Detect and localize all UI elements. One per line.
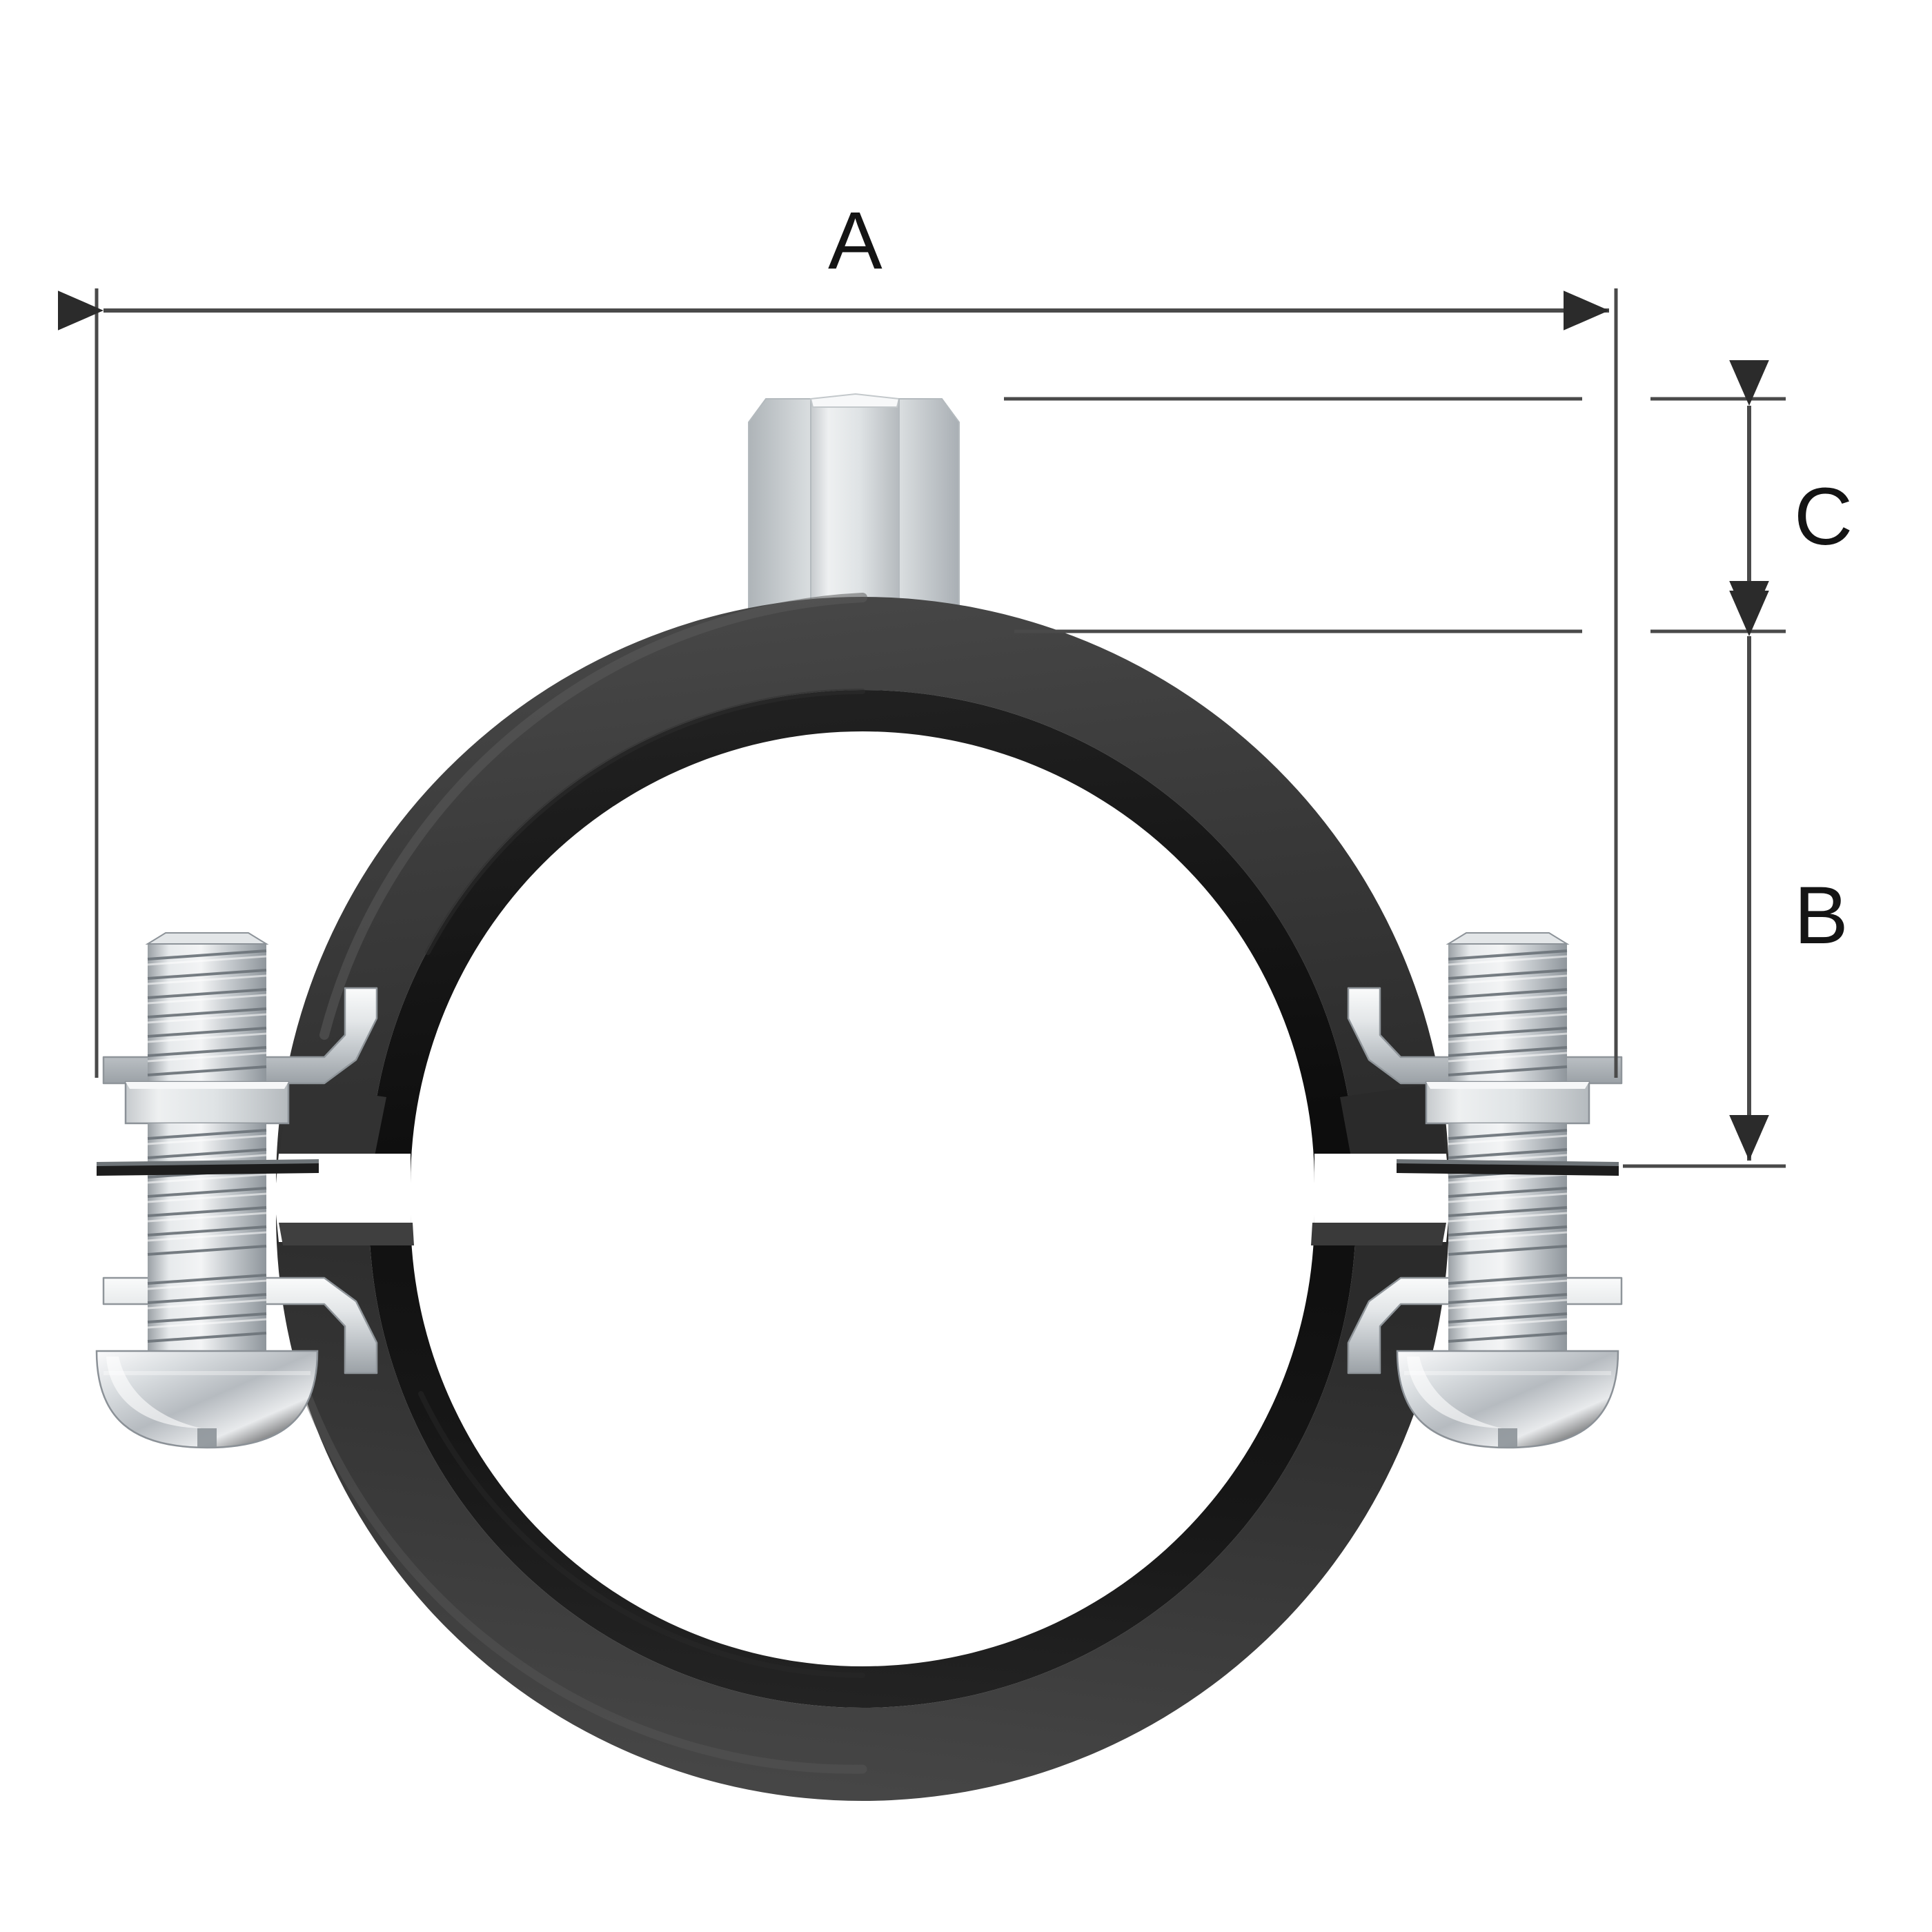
dimension-label-A: A: [828, 195, 883, 286]
washer-left: [97, 1159, 319, 1176]
ring-upper-half: [276, 593, 1449, 1183]
washer-right: [1397, 1159, 1619, 1176]
dimension-label-C: C: [1794, 471, 1853, 562]
dimension-label-B: B: [1794, 870, 1849, 961]
ring-lower-half: [276, 1214, 1449, 1801]
